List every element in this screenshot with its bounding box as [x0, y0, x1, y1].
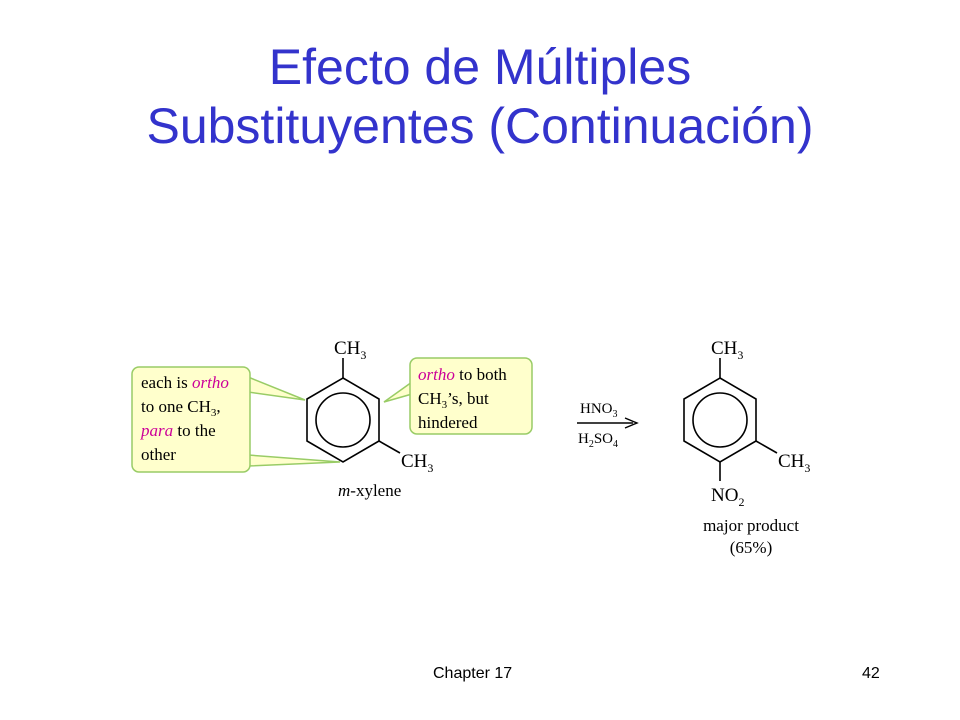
title-line-1: Efecto de Múltiples	[268, 39, 692, 95]
methyl-group-label: CH	[778, 451, 805, 472]
left-callout-ortho: ortho	[192, 373, 229, 392]
reagent-nitric-acid: HNO	[580, 401, 613, 417]
methyl-group-label: CH	[401, 451, 428, 472]
right-callout-pointer	[383, 380, 413, 403]
product-label: major product	[703, 516, 799, 535]
right-callout-text: hindered	[418, 413, 478, 432]
svg-text:CH3: CH3	[401, 451, 433, 475]
benzene-ring	[306, 377, 380, 463]
title-line-2: Substituyentes (Continuación)	[146, 98, 814, 154]
subscript: 2	[738, 495, 744, 509]
compound-name-prefix: m	[338, 481, 350, 500]
slide-title: Efecto de Múltiples Substituyentes (Cont…	[0, 38, 960, 156]
left-callout-text: other	[141, 445, 176, 464]
subscript: 3	[737, 348, 743, 362]
left-callout-box	[131, 366, 251, 473]
left-callout-text: to the	[173, 421, 216, 440]
subscript: 3	[613, 409, 618, 420]
methyl-group-label: CH	[334, 338, 361, 359]
product-structure	[683, 358, 778, 481]
right-callout: ortho to both CH3’s, but hindered	[383, 357, 533, 435]
svg-text:NO2: NO2	[711, 485, 744, 509]
right-callout-text: CH	[418, 389, 442, 408]
svg-text:CH3: CH3	[334, 338, 366, 362]
footer-page-number: 42	[862, 665, 880, 682]
bond-right	[378, 440, 401, 454]
m-xylene-structure	[306, 358, 401, 463]
product-yield: (65%)	[730, 538, 772, 557]
svg-text:ortho to both: ortho to both	[418, 365, 507, 384]
svg-text:to one CH3,: to one CH3,	[141, 397, 221, 419]
reaction-arrow	[577, 417, 639, 429]
right-callout-text: to both	[455, 365, 507, 384]
subscript: 3	[442, 399, 448, 411]
bond-right	[755, 440, 778, 454]
nitro-group-label: NO	[711, 485, 738, 506]
svg-text:HNO3: HNO3	[580, 401, 618, 420]
right-callout-ortho: ortho	[418, 365, 455, 384]
subscript: 2	[589, 439, 594, 450]
subscript: 3	[427, 461, 433, 475]
subscript: 3	[804, 461, 810, 475]
svg-text:H2SO4: H2SO4	[578, 431, 618, 450]
svg-text:CH3’s, but: CH3’s, but	[418, 389, 489, 411]
svg-text:m-xylene: m-xylene	[338, 481, 401, 500]
svg-text:CH3: CH3	[778, 451, 810, 475]
subscript: 3	[211, 407, 217, 419]
aromatic-circle	[315, 392, 371, 448]
subscript: 4	[613, 439, 618, 450]
right-callout-box	[409, 357, 533, 435]
subscript: 3	[360, 348, 366, 362]
left-callout-para: para	[140, 421, 173, 440]
left-callout: each is ortho to one CH3, para to the ot…	[131, 366, 341, 473]
left-callout-pointer-lower	[247, 454, 341, 467]
svg-text:CH3: CH3	[711, 338, 743, 362]
left-callout-text: ,	[216, 397, 220, 416]
reagent-sulfuric-acid: H	[578, 431, 589, 447]
compound-name: -xylene	[350, 481, 401, 500]
reagent-sulfuric-acid: SO	[594, 431, 613, 447]
left-callout-pointer-upper	[247, 375, 306, 401]
svg-text:each is ortho: each is ortho	[141, 373, 229, 392]
svg-text:para to the: para to the	[140, 421, 216, 440]
aromatic-circle	[692, 392, 748, 448]
methyl-group-label: CH	[711, 338, 738, 359]
left-callout-text: each is	[141, 373, 192, 392]
footer-chapter: Chapter 17	[433, 665, 513, 682]
left-callout-text: to one CH	[141, 397, 211, 416]
benzene-ring	[683, 377, 757, 463]
right-callout-text: ’s, but	[447, 389, 489, 408]
